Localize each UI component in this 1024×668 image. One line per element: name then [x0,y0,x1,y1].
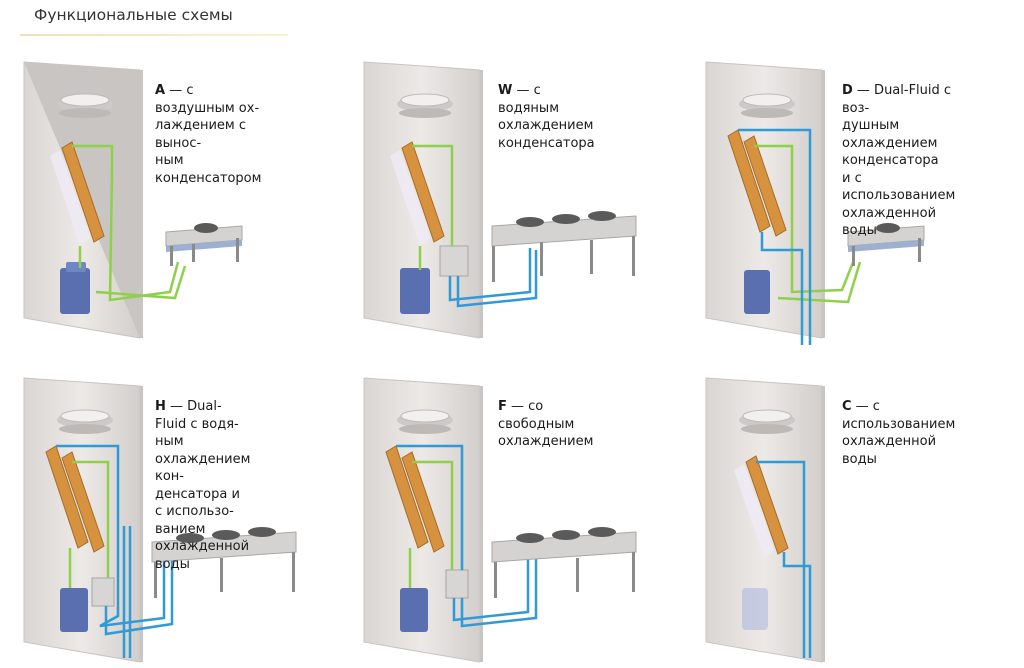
scheme-w-illustration [363,61,637,339]
caption-a-text: — с воздушным ох- лаждением с вынос- ным… [155,83,262,186]
fan-icon [57,409,113,434]
water-pipes [448,248,538,308]
drycooler-unit [491,211,637,282]
caption-h: H — Dual-Fluid с водя- ным охлаждением к… [155,398,250,573]
compressor [400,268,430,314]
heat-exchanger-coil [401,141,445,243]
refrigerant-pipes [68,460,110,588]
water-condenser-box [439,245,469,277]
caption-h-code: H [155,399,166,414]
water-pipes [56,444,174,658]
heat-exchanger-coil [743,135,787,237]
drycooler-unit [491,527,637,598]
caption-w: W — с водяным охлаждением конденсатора [498,82,595,152]
filter-panel [50,150,90,246]
remote-condenser [165,223,243,266]
humidifier-ghost [742,588,768,630]
caption-a-code: A [155,83,166,98]
water-condenser-box [445,569,469,599]
fan-icon [739,409,795,434]
refrigerant-pipes [72,144,187,302]
water-pipes [738,128,812,345]
fan-icon [57,93,113,118]
caption-a: A — с воздушным ох- лаждением с вынос- н… [155,82,261,187]
chilled-water-coil [745,455,789,555]
caption-f-code: F [498,399,507,414]
heat-exchanger-coil [61,141,105,243]
scheme-d-illustration [705,61,925,345]
compressor [60,588,88,632]
filter-panel [734,464,774,558]
drycooler-unit [151,527,297,598]
page-title: Функциональные схемы [34,6,233,24]
caption-d-text: — Dual-Fluid с воз- душным охлаждением к… [842,83,956,238]
compressor [400,588,428,632]
caption-h-text: — Dual-Fluid с водя- ным охлаждением кон… [155,399,251,572]
fan-icon [739,93,795,118]
refrigerant-pipes [412,144,454,270]
chilled-water-coil [727,129,771,233]
fan-icon [397,409,453,434]
caption-f-text: — со свободным охлаждением [498,399,594,449]
water-condenser-box [91,577,115,607]
fan-icon [397,93,453,118]
water-pipes [756,460,812,658]
caption-d-code: D [842,83,853,98]
title-divider [20,34,288,36]
caption-c-code: C [842,399,852,414]
filter-panel [390,150,430,246]
scheme-a-illustration [23,61,243,339]
compressor [744,270,770,314]
cabinet-unit [705,377,825,663]
water-pipes [396,444,538,628]
refrigerant-pipes [408,460,454,588]
remote-condenser [847,223,925,266]
heat-exchanger-coil [61,451,105,553]
caption-w-code: W [498,83,513,98]
scheme-f-illustration [363,377,637,663]
scheme-c-illustration [705,377,825,663]
free-cooling-coil [385,445,429,549]
caption-f: F — со свободным охлаждением [498,398,593,451]
caption-d: D — Dual-Fluid с воз- душным охлаждением… [842,82,955,240]
caption-c-text: — с использованием охлажденной воды [842,399,956,467]
chilled-water-coil [45,445,89,549]
heat-exchanger-coil [401,451,445,553]
compressor [60,262,90,314]
scheme-h-illustration [23,377,297,663]
caption-c: C — с использованием охлажденной воды [842,398,955,468]
caption-w-text: — с водяным охлаждением конденсатора [498,83,595,151]
